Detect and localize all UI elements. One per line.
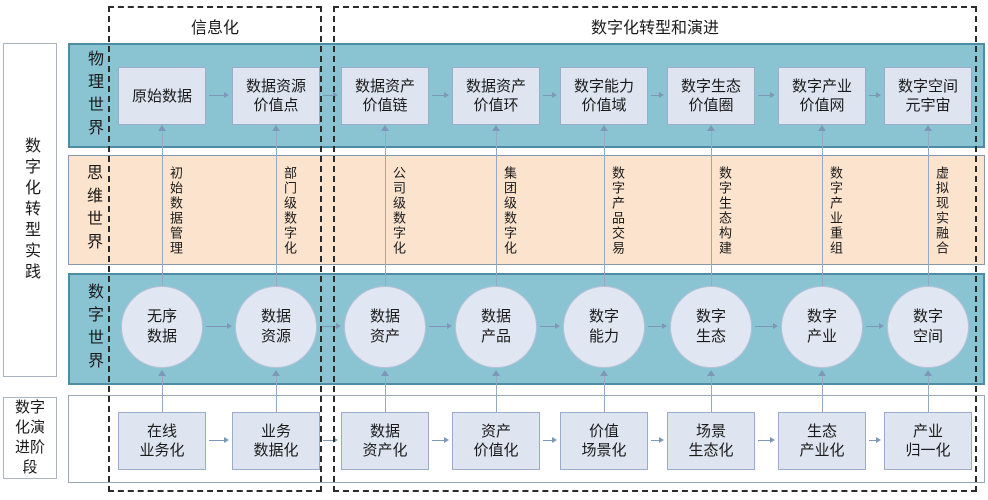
- flow-arrow-icon: [320, 323, 341, 329]
- flow-arrow-icon: [206, 323, 232, 329]
- stage-node: 数据 资产化: [341, 412, 429, 470]
- flow-arrow-icon: [540, 323, 560, 329]
- up-arrow-connector-icon: [818, 370, 826, 412]
- up-arrow-connector-icon: [492, 125, 500, 286]
- digital-node: 数据 资源: [235, 286, 317, 368]
- physical-node: 原始数据: [118, 67, 206, 125]
- flow-arrow-icon: [758, 92, 775, 98]
- stage-node: 产业 归一化: [884, 412, 972, 470]
- flow-arrow-icon: [209, 437, 229, 443]
- physical-node: 数字产业 价值网: [778, 67, 866, 125]
- digital-node: 数字 产业: [781, 286, 863, 368]
- row-label-physical: 物理世界: [70, 45, 116, 146]
- up-arrow-connector-icon: [600, 370, 608, 412]
- up-arrow-connector-icon: [272, 125, 280, 286]
- physical-node: 数据资产 价值环: [452, 67, 540, 125]
- mental-label: 数字产品交易: [610, 166, 625, 256]
- up-arrow-connector-icon: [707, 370, 715, 412]
- row-label-digital: 数字世界: [70, 275, 116, 383]
- row-label-digital-text: 数字世界: [85, 283, 102, 375]
- digital-node: 数字 空间: [887, 286, 969, 368]
- practice-label: 数字化转型实践: [22, 136, 39, 284]
- stages-label: 数字化演进阶段: [14, 399, 45, 476]
- flow-arrow-icon: [543, 437, 557, 443]
- digital-node: 数字 能力: [563, 286, 645, 368]
- flow-arrow-icon: [543, 92, 557, 98]
- stage-node: 资产 价值化: [452, 412, 540, 470]
- up-arrow-connector-icon: [600, 125, 608, 286]
- physical-node: 数字能力 价值域: [560, 67, 648, 125]
- stage-node: 在线 业务化: [118, 412, 206, 470]
- up-arrow-connector-icon: [707, 125, 715, 286]
- mental-label: 公司级数字化: [391, 166, 406, 256]
- flow-arrow-icon: [651, 92, 664, 98]
- physical-node: 数字空间 元宇宙: [884, 67, 972, 125]
- flow-arrow-icon: [869, 92, 881, 98]
- mental-label: 数字生态构建: [717, 166, 732, 256]
- mental-label: 初始数据管理: [168, 166, 183, 256]
- flow-arrow-icon: [755, 323, 778, 329]
- physical-node: 数据资源 价值点: [232, 67, 320, 125]
- up-arrow-connector-icon: [492, 370, 500, 412]
- flow-arrow-icon: [648, 323, 667, 329]
- mental-world-band: 思维世界: [68, 155, 985, 265]
- physical-node: 数字生态 价值圈: [667, 67, 755, 125]
- digital-node: 数字 生态: [670, 286, 752, 368]
- practice-label-box: 数字化转型实践: [3, 43, 57, 377]
- flow-arrow-icon: [869, 437, 881, 443]
- mental-label: 集团级数字化: [502, 166, 517, 256]
- flow-arrow-icon: [323, 92, 338, 98]
- stage-node: 业务 数据化: [232, 412, 320, 470]
- stage-node: 生态 产业化: [778, 412, 866, 470]
- flow-arrow-icon: [432, 92, 449, 98]
- up-arrow-connector-icon: [818, 125, 826, 286]
- up-arrow-connector-icon: [381, 370, 389, 412]
- flow-arrow-icon: [651, 437, 664, 443]
- row-label-mental-text: 思维世界: [84, 164, 101, 256]
- informatization-region-title: 信息化: [190, 20, 239, 37]
- flow-arrow-icon: [323, 437, 338, 443]
- digital-node: 无序 数据: [121, 286, 203, 368]
- row-label-physical-text: 物理世界: [85, 49, 102, 142]
- mental-label: 部门级数字化: [282, 166, 297, 256]
- flow-arrow-icon: [758, 437, 775, 443]
- stage-node: 场景 生态化: [667, 412, 755, 470]
- digital-node: 数据 产品: [455, 286, 537, 368]
- up-arrow-connector-icon: [158, 125, 166, 286]
- transformation-region-title: 数字化转型和演进: [590, 20, 719, 37]
- mental-label: 虚拟现实融合: [934, 166, 949, 256]
- flow-arrow-icon: [432, 437, 449, 443]
- digital-node: 数据 资产: [344, 286, 426, 368]
- mental-label: 数字产业重组: [828, 166, 843, 256]
- row-label-mental: 思维世界: [69, 156, 115, 264]
- flow-arrow-icon: [209, 92, 229, 98]
- up-arrow-connector-icon: [381, 125, 389, 286]
- up-arrow-connector-icon: [272, 370, 280, 412]
- up-arrow-connector-icon: [158, 370, 166, 412]
- physical-node: 数据资产 价值链: [341, 67, 429, 125]
- up-arrow-connector-icon: [924, 370, 932, 412]
- up-arrow-connector-icon: [924, 125, 932, 286]
- flow-arrow-icon: [866, 323, 884, 329]
- stages-label-box: 数字化演进阶段: [3, 397, 57, 479]
- stage-node: 价值 场景化: [560, 412, 648, 470]
- flow-arrow-icon: [429, 323, 452, 329]
